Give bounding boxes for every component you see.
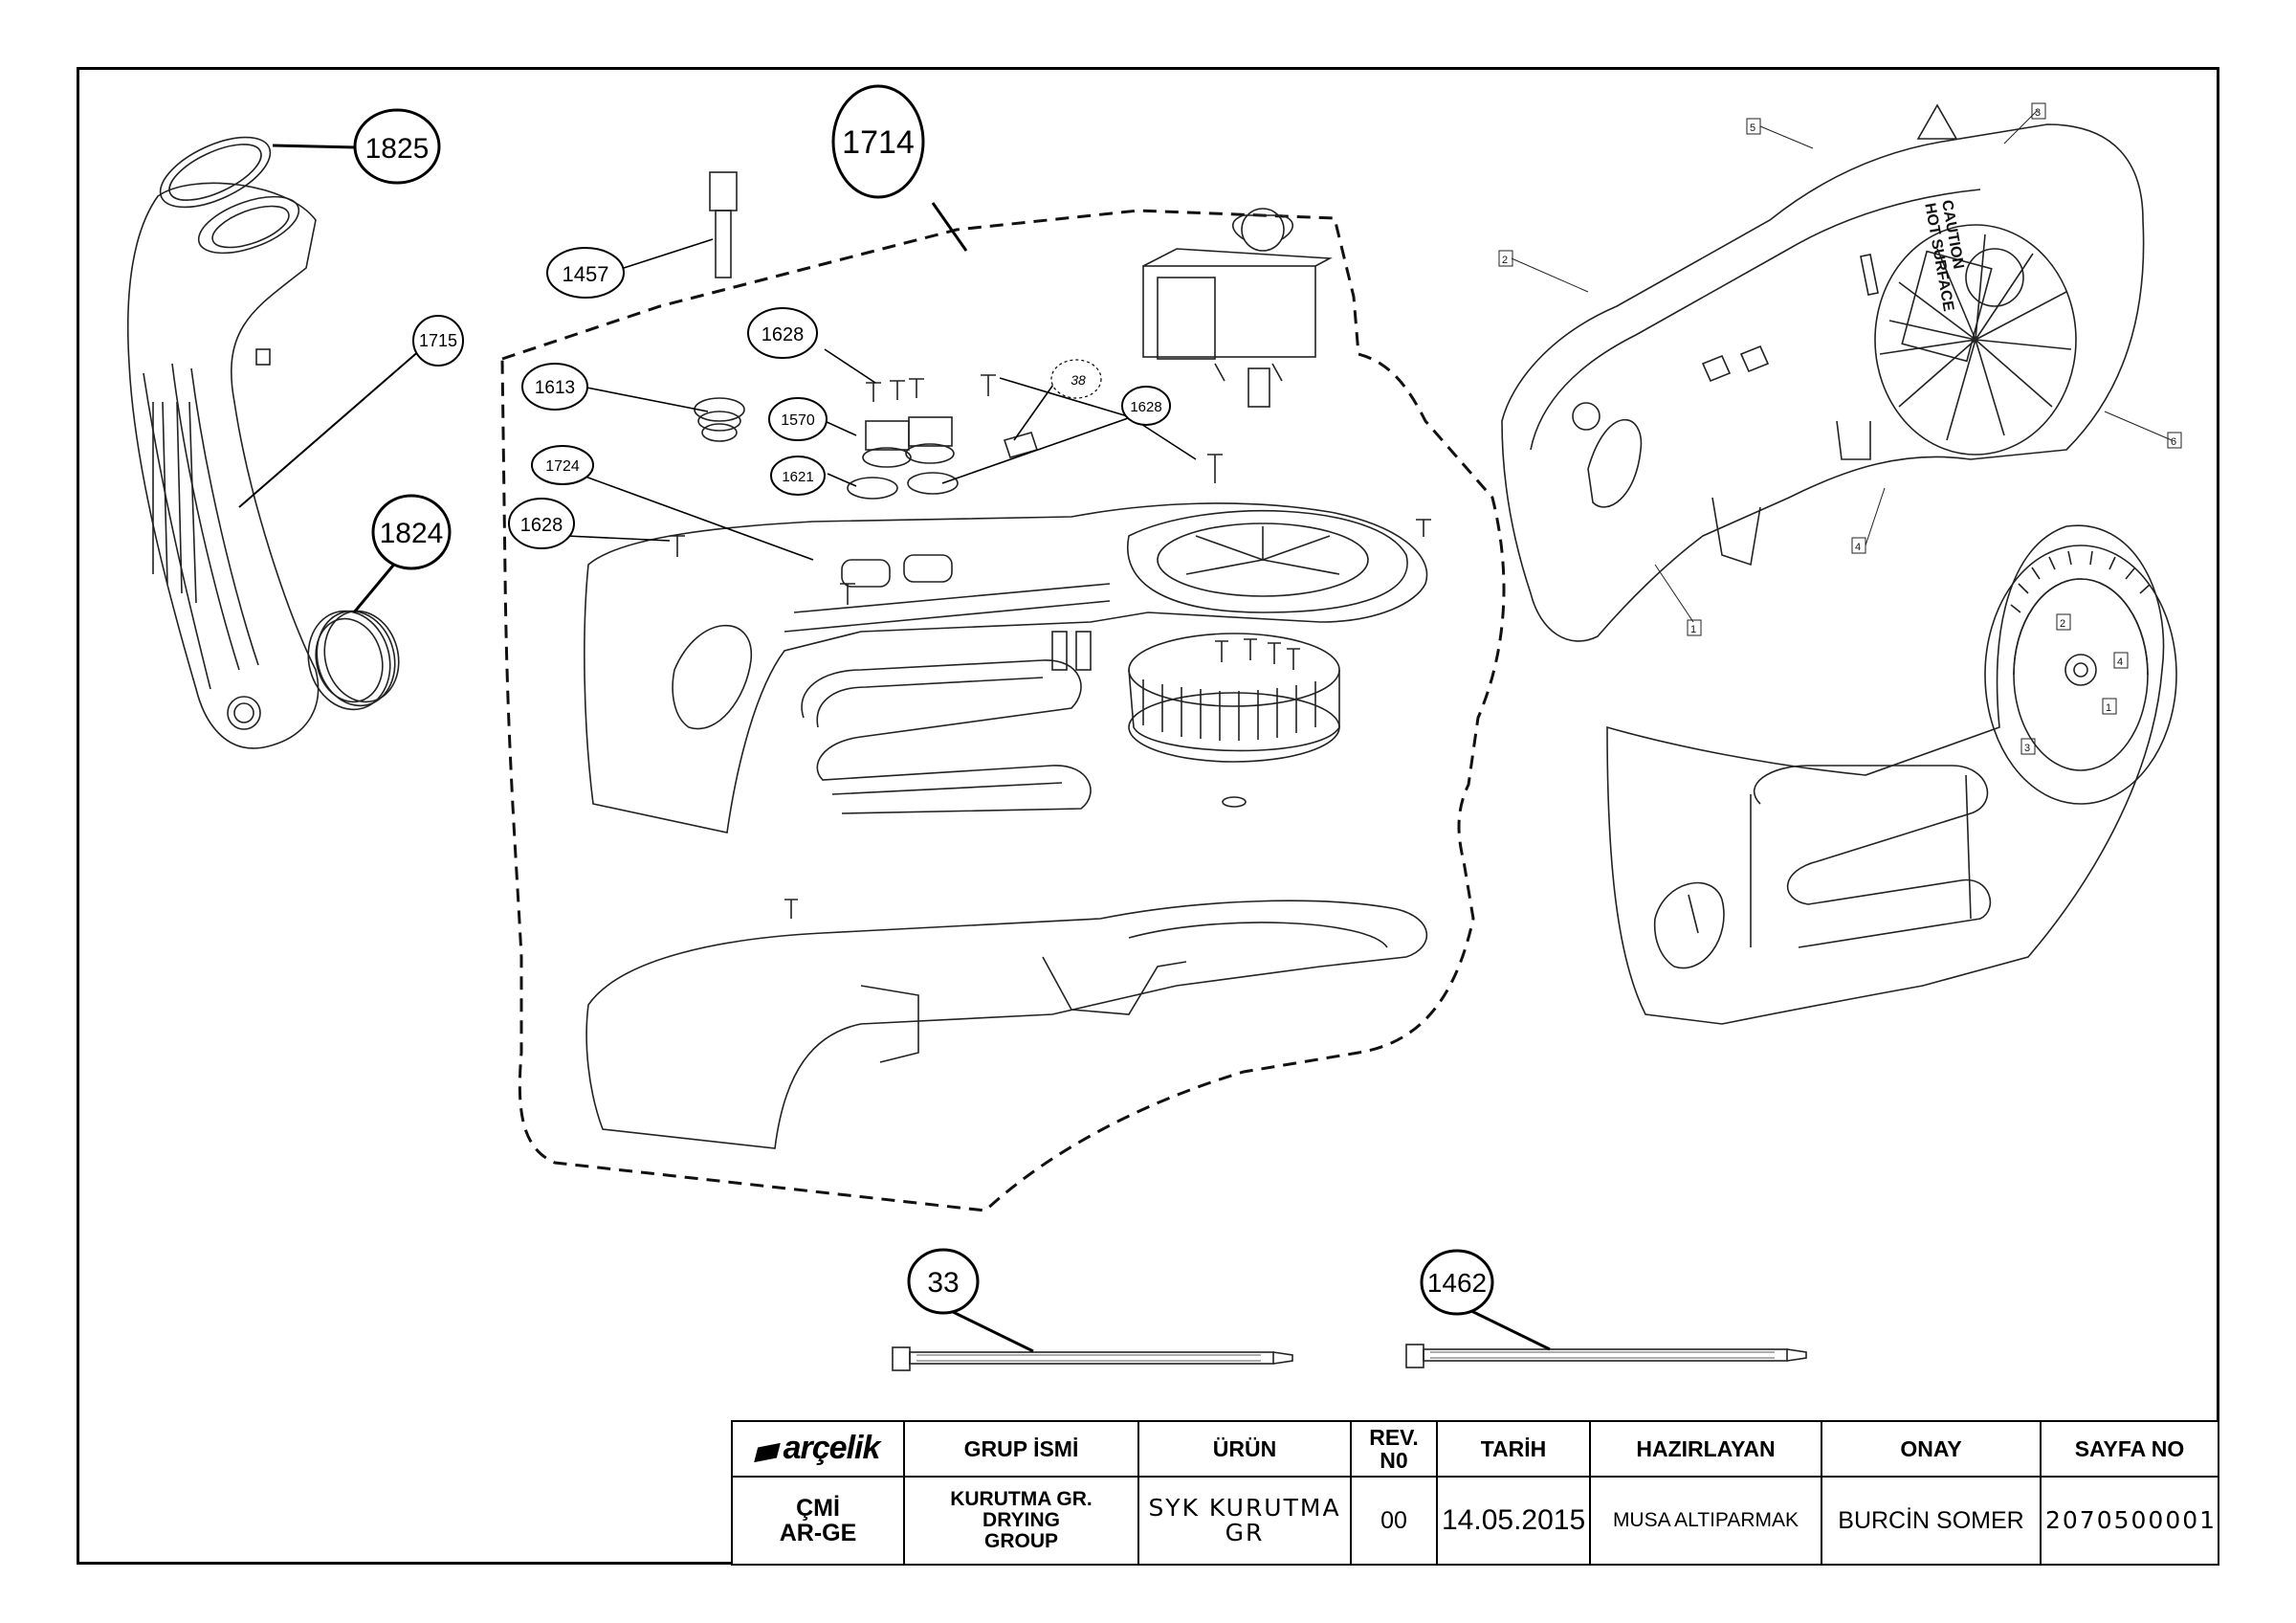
value-page-no: 2070500001 [2040, 1476, 2219, 1566]
callout-bubble-1724 [531, 445, 594, 485]
callout-labels: 1825 1714 1457 1715 1628 1613 38 1628 15… [365, 124, 1488, 1299]
fan-motor-part [1142, 208, 1333, 408]
header-approval: ONAY [1821, 1420, 2042, 1478]
heater-housing-lower [585, 899, 1428, 1149]
logo-mark-icon [753, 1442, 781, 1463]
cable-tie-1462 [1405, 1344, 1807, 1368]
svg-text:6: 6 [2171, 436, 2176, 448]
callout-1724: 1724 [545, 458, 580, 475]
duct-hose-part [126, 136, 320, 749]
callout-bubble-1621 [770, 456, 826, 496]
svg-text:1: 1 [1690, 624, 1696, 635]
callout-1621: 1621 [782, 469, 813, 485]
title-block: arçelik GRUP İSMİ ÜRÜN REV. N0 TARİH HAZ… [731, 1420, 2219, 1566]
value-rev: 00 [1350, 1476, 1438, 1566]
callout-bubble-1825 [353, 108, 441, 185]
bracket-38 [1003, 432, 1039, 458]
callout-1462: 1462 [1427, 1268, 1487, 1298]
header-date: TARİH [1436, 1420, 1591, 1478]
svg-text:4: 4 [2117, 656, 2123, 668]
callout-bubble-1715 [412, 315, 464, 367]
header-product: ÜRÜN [1137, 1420, 1352, 1478]
callout-1628-a: 1628 [762, 324, 805, 345]
callout-33: 33 [927, 1267, 959, 1299]
callout-1715: 1715 [419, 331, 457, 350]
header-rev: REV. N0 [1350, 1420, 1438, 1478]
assembly-boundary-1714 [500, 209, 1506, 1212]
callout-bubble-1628-c [508, 498, 575, 549]
callout-bubble-1613 [521, 363, 588, 411]
value-date: 14.05.2015 [1436, 1476, 1591, 1566]
callout-bubble-38 [1050, 359, 1102, 399]
fan-impeller [1128, 633, 1340, 808]
callout-bubble-1457 [546, 247, 625, 299]
heater-housing-upper [584, 502, 1428, 834]
callout-1570: 1570 [781, 412, 815, 429]
screws-1628-a [866, 374, 996, 402]
callout-1613: 1613 [535, 378, 575, 398]
callout-bubbles [353, 84, 1494, 1316]
thermostat-1457 [709, 171, 738, 278]
svg-text:4: 4 [1855, 542, 1861, 553]
svg-text:5: 5 [1750, 122, 1755, 134]
callout-bubble-1628-b [1121, 386, 1171, 426]
assembled-view-top [1501, 103, 2145, 642]
callout-1457: 1457 [563, 262, 609, 286]
assembled-view-bottom [1606, 524, 2177, 1025]
cable-tie-33 [892, 1346, 1293, 1371]
callout-1628-c: 1628 [520, 515, 563, 536]
value-approval: BURCİN SOMER [1821, 1476, 2042, 1566]
seal-ring-1824 [307, 610, 400, 711]
callout-bubble-1570 [768, 397, 828, 441]
callout-bubble-33 [907, 1248, 980, 1315]
screws-1628-b [670, 454, 1431, 605]
caution-label: CAUTION HOT SURFACE [1921, 199, 1966, 313]
header-prepared: HAZIRLAYAN [1589, 1420, 1822, 1478]
value-group-name: KURUTMA GR. DRYING GROUP [903, 1476, 1139, 1566]
svg-text:2: 2 [1502, 255, 1508, 266]
heater-coil [801, 631, 1092, 814]
callout-38: 38 [1071, 372, 1086, 388]
svg-text:2: 2 [2060, 618, 2065, 630]
svg-text:1: 1 [2106, 702, 2111, 714]
grommet-1613 [694, 397, 745, 442]
svg-text:3: 3 [2024, 743, 2030, 754]
callout-bubble-1824 [371, 494, 452, 570]
svg-text:3: 3 [2035, 107, 2041, 119]
callout-bubble-1714 [831, 84, 925, 199]
callout-leaders [238, 144, 1551, 1353]
callout-1824: 1824 [380, 518, 444, 549]
detail-numbers-bottom: 2 4 1 3 [2020, 613, 2129, 755]
callout-1628-b: 1628 [1130, 399, 1161, 415]
value-department: ÇMİ AR-GE [731, 1476, 905, 1566]
callout-1714: 1714 [842, 124, 915, 161]
detail-numbers-top: 5 3 2 6 4 1 [1498, 102, 2182, 636]
value-product: SYK KURUTMA GR [1137, 1476, 1352, 1566]
header-page-no: SAYFA NO [2040, 1420, 2219, 1478]
value-prepared: MUSA ALTIPARMAK [1589, 1476, 1822, 1566]
callout-1825: 1825 [365, 133, 430, 165]
thermal-fuses-1570 [862, 416, 955, 468]
header-group-name: GRUP İSMİ [903, 1420, 1139, 1478]
gaskets-1621 [847, 472, 959, 500]
callout-bubble-1628-a [747, 307, 818, 359]
detail-leaders-top [1511, 109, 2173, 623]
callout-bubble-1462 [1420, 1249, 1494, 1316]
company-logo: arçelik [731, 1420, 905, 1478]
